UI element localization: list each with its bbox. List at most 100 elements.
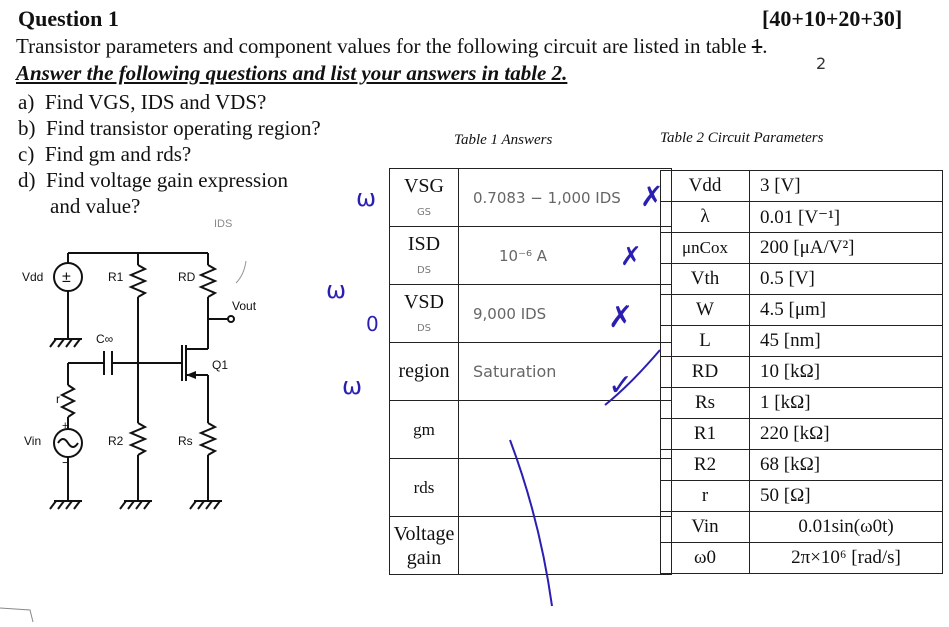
param-name: R1 <box>660 418 750 450</box>
param-name: Vdd <box>660 170 750 202</box>
param-name: μnCox <box>660 232 750 264</box>
question-marker: c) <box>18 142 35 166</box>
row-label-note: DS <box>416 264 432 276</box>
rs-label: Rs <box>178 434 193 448</box>
param-value: 200 [μA/V²] <box>749 232 943 264</box>
answer-cell[interactable] <box>458 400 672 459</box>
vin-label: Vin <box>24 434 41 448</box>
row-label: Voltage gain <box>389 516 459 575</box>
param-name: R2 <box>660 449 750 481</box>
vdd-label: Vdd <box>22 270 43 284</box>
status-mark: ✗ <box>620 242 642 272</box>
param-value: 50 [Ω] <box>749 480 943 512</box>
r1-label: R1 <box>108 270 124 284</box>
param-name: RD <box>660 356 750 388</box>
table-row: rds <box>389 458 672 517</box>
answer-cell[interactable]: Saturation <box>458 342 672 401</box>
row-label: ISD DS <box>389 226 459 285</box>
question-marker: d) <box>18 168 36 192</box>
r-label: r <box>56 392 60 406</box>
row-label-text: ISD <box>407 232 441 255</box>
question-text: Find gm and rds? <box>44 142 192 166</box>
points-breakdown: [40+10+20+30] <box>762 6 903 31</box>
question-text: Find transistor operating region? <box>46 116 321 140</box>
struck-table-number: 1 <box>751 34 763 58</box>
rd-label: RD <box>178 270 196 284</box>
param-value: 2π×10⁶ [rad/s] <box>749 542 943 574</box>
question-text: Find voltage gain expression <box>46 168 289 192</box>
param-value: 220 [kΩ] <box>749 418 943 450</box>
part-mark: ω <box>356 184 377 212</box>
row-label: VSD DS <box>389 284 459 343</box>
part-mark: ω <box>342 372 363 400</box>
param-value: 45 [nm] <box>749 325 943 357</box>
param-value: 0.01 [V⁻¹] <box>749 201 943 233</box>
handwritten-ids-note: IDS <box>214 218 232 230</box>
param-name: Vth <box>660 263 750 295</box>
part-mark: ω <box>326 276 347 304</box>
table1-answers: VSG GS 0.7083 − 1,000 IDS ISD DS 10⁻⁶ A VS… <box>389 168 672 575</box>
row-label: VSG GS <box>389 168 459 227</box>
svg-text:+: + <box>62 420 68 432</box>
table-row: Voltage gain <box>389 516 672 575</box>
circuit-diagram: ± + − Vdd R1 RD Vout C∞ Q1 r Vin R2 Rs I… <box>22 218 257 510</box>
answer-cell[interactable]: 10⁻⁶ A <box>458 226 672 285</box>
question-title: Question 1 <box>18 6 119 31</box>
table2-caption: Table 2 Circuit Parameters <box>660 130 824 146</box>
table-row: VSG GS 0.7083 − 1,000 IDS <box>389 168 672 227</box>
table-row: VSD DS 9,000 IDS <box>389 284 672 343</box>
row-label: gm <box>389 400 459 459</box>
question-a: a) Find VGS, IDS and VDS? <box>18 90 266 115</box>
table-row: ISD DS 10⁻⁶ A <box>389 226 672 285</box>
table-row: gm <box>389 400 672 459</box>
param-value: 10 [kΩ] <box>749 356 943 388</box>
svg-text:−: − <box>62 455 70 470</box>
status-mark: ✗ <box>608 300 634 335</box>
answer-cell[interactable] <box>458 458 672 517</box>
param-name: Vin <box>660 511 750 543</box>
param-name: ω0 <box>660 542 750 574</box>
part-mark: 0 <box>366 312 379 336</box>
answer-cell[interactable]: 9,000 IDS <box>458 284 672 343</box>
answer-cell[interactable]: 0.7083 − 1,000 IDS <box>458 168 672 227</box>
question-marker: b) <box>18 116 36 140</box>
row-label-note: GS <box>416 206 432 218</box>
table1-caption: Table 1 Answers <box>454 132 553 148</box>
param-value: 0.01sin(ω0t) <box>749 511 943 543</box>
cinf-label: C∞ <box>96 332 113 346</box>
question-b: b) Find transistor operating region? <box>18 116 321 141</box>
intro-text: Transistor parameters and component valu… <box>16 34 752 58</box>
param-name: Rs <box>660 387 750 419</box>
row-label-text: VSD <box>403 290 444 313</box>
answer-cell[interactable] <box>458 516 672 575</box>
table-row: region Saturation <box>389 342 672 401</box>
question-marker: a) <box>18 90 35 114</box>
svg-text:±: ± <box>62 269 71 286</box>
question-d: d) Find voltage gain expression <box>18 168 288 193</box>
q1-label: Q1 <box>212 358 228 372</box>
vout-label: Vout <box>232 299 257 313</box>
question-d-continued: and value? <box>50 194 141 218</box>
status-mark: ✓ <box>608 368 634 403</box>
row-label-note: DS <box>416 322 432 334</box>
handwritten-table-correction: 2 <box>816 54 827 73</box>
status-mark: ✗ <box>640 180 664 213</box>
question-c: c) Find gm and rds? <box>18 142 191 167</box>
intro-sentence: Transistor parameters and component valu… <box>16 34 768 58</box>
instruction-text: Answer the following questions and list … <box>16 61 568 85</box>
row-label-text: VSG <box>403 174 444 197</box>
question-text: Find VGS, IDS and VDS? <box>44 90 267 114</box>
r2-label: R2 <box>108 434 124 448</box>
param-name: W <box>660 294 750 326</box>
